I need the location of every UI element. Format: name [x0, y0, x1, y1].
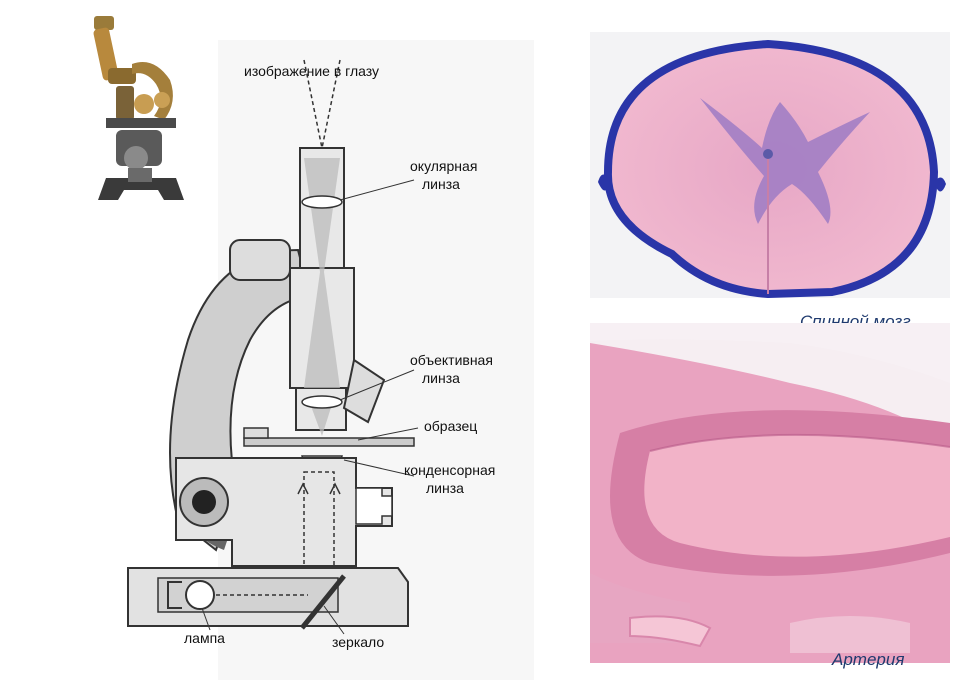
- label-eye-image: изображение в глазу: [244, 63, 380, 79]
- ocular-lens-shape: [301, 195, 343, 209]
- label-ocular-lens-1: окулярная: [410, 158, 478, 174]
- mirror-shape: [300, 574, 346, 630]
- light-path: [304, 158, 340, 388]
- lamp-shape: [185, 580, 215, 610]
- label-ocular-lens-2: линза: [422, 176, 460, 192]
- objective-lens-shape: [301, 395, 343, 409]
- antique-microscope-photo: [76, 8, 202, 220]
- label-condenser-lens-2: линза: [426, 480, 464, 496]
- spinal-cord-micrograph: [590, 32, 950, 298]
- label-objective-lens-2: линза: [422, 370, 460, 386]
- stage: [243, 437, 415, 447]
- label-mirror: зеркало: [332, 634, 385, 650]
- microscope-schematic: [127, 40, 534, 680]
- caption-artery: Артерия: [832, 650, 905, 669]
- side-tube: [342, 358, 386, 424]
- label-objective-lens-1: объективная: [410, 352, 493, 368]
- label-lamp: лампа: [184, 630, 225, 646]
- artery-micrograph: [590, 323, 950, 663]
- label-condenser-lens-1: конденсорная: [404, 462, 496, 478]
- base-housing: [175, 457, 393, 567]
- label-specimen: образец: [424, 418, 478, 434]
- arm-head: [229, 239, 291, 281]
- stage-clip: [243, 427, 269, 439]
